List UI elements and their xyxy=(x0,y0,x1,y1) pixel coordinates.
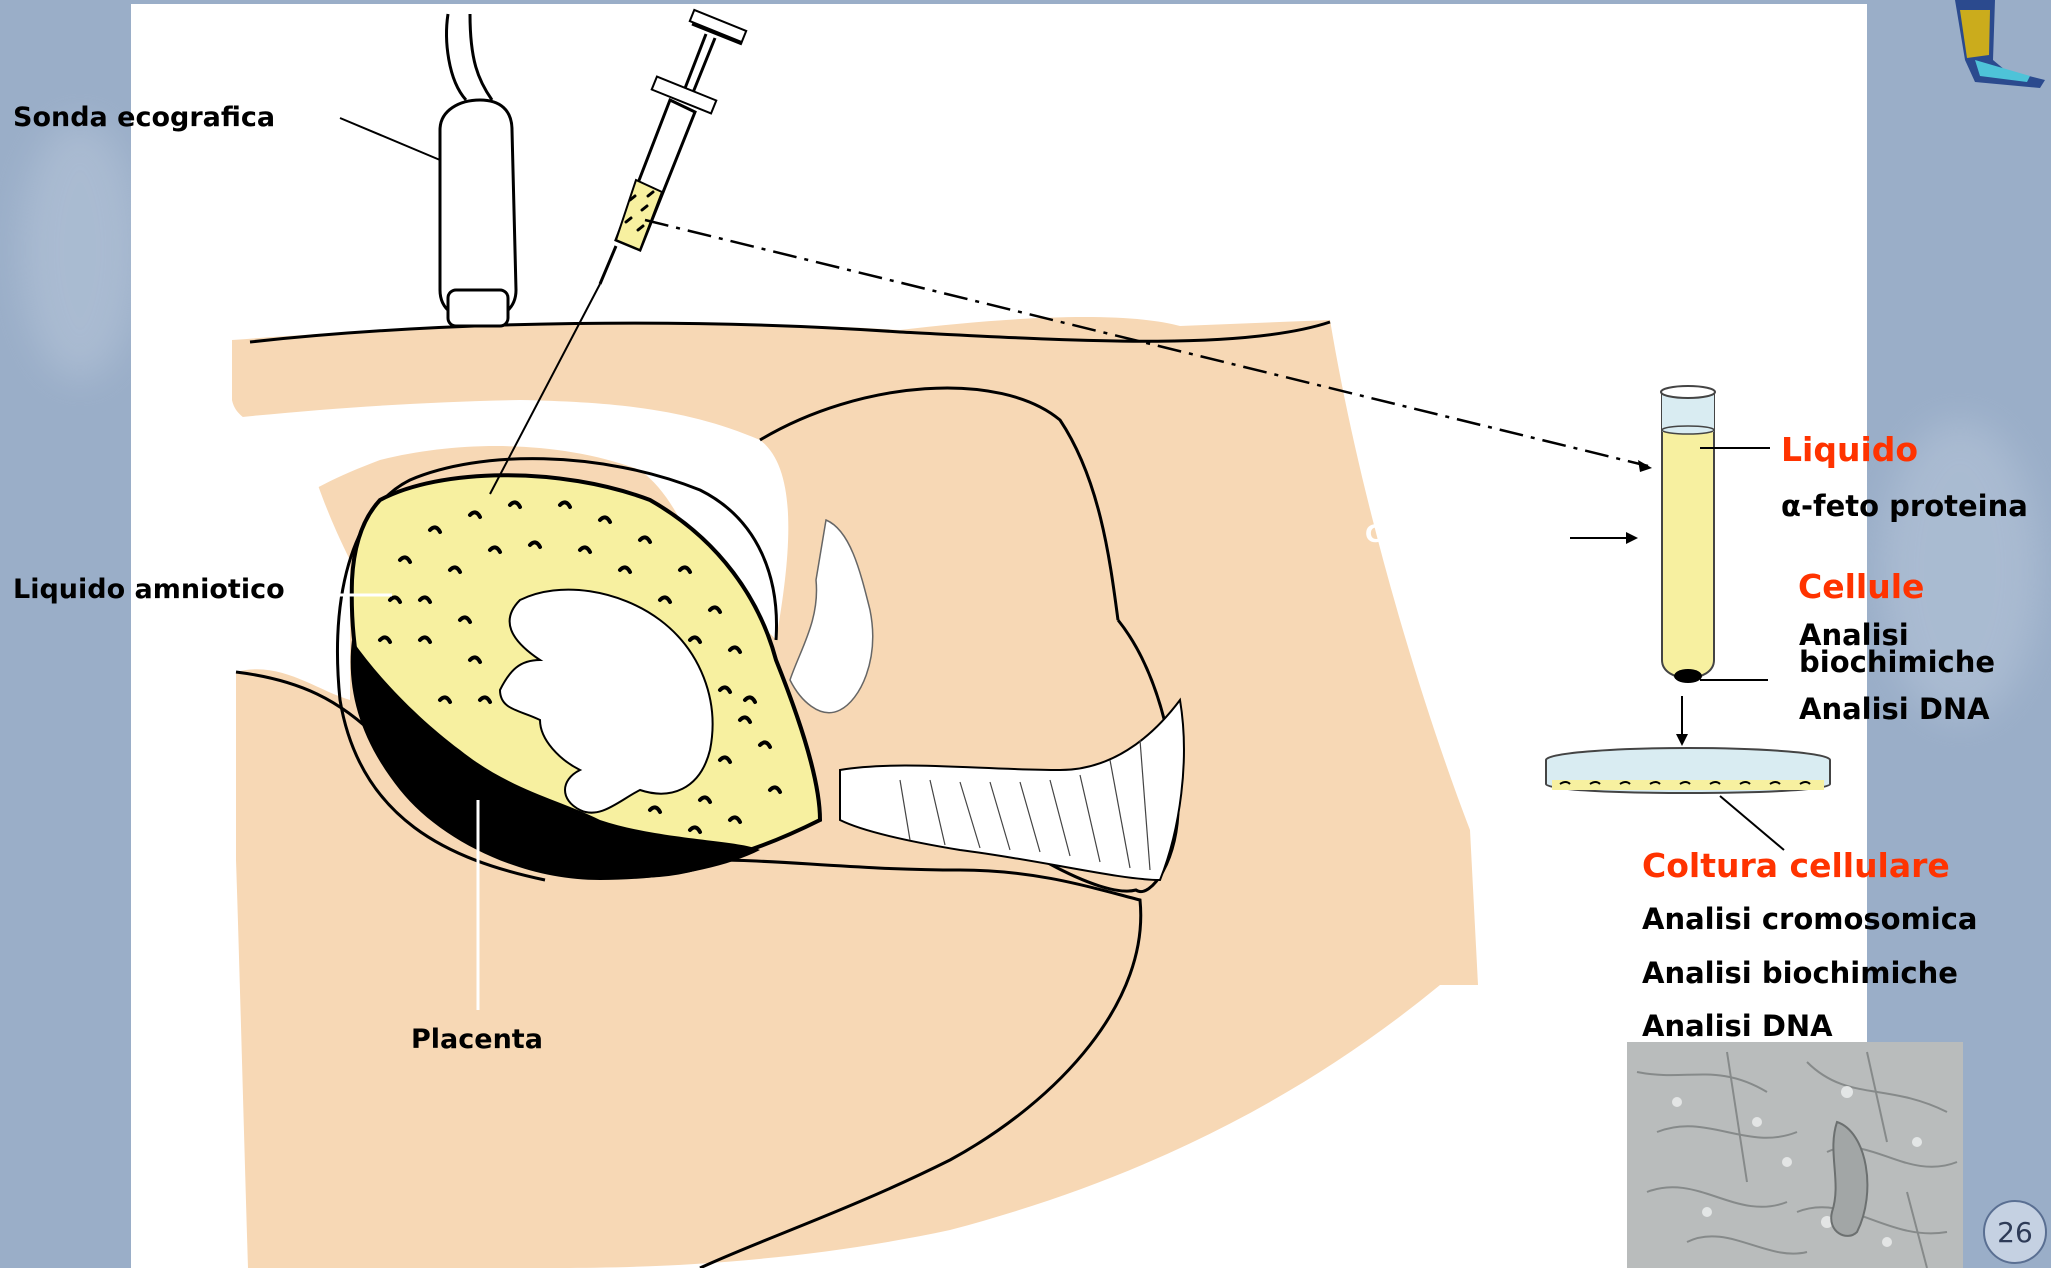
hidden-cells-label: Ce xyxy=(1365,520,1399,548)
probe-label: Sonda ecografica xyxy=(13,102,275,133)
ultrasound-probe xyxy=(440,14,516,326)
cells-analysis-line2: biochimiche xyxy=(1799,648,1995,677)
cells-dna-label: Analisi DNA xyxy=(1799,695,1990,724)
liquid-title: Liquido xyxy=(1781,430,1918,469)
alpha-text: -feto proteina xyxy=(1801,489,2028,523)
placenta-label: Placenta xyxy=(411,1024,543,1055)
cells-title: Cellule xyxy=(1798,567,1924,606)
culture-chromosomal-label: Analisi cromosomica xyxy=(1642,905,1978,934)
alpha-fetoprotein: α-feto proteina xyxy=(1781,489,2028,523)
petri-dish xyxy=(1546,748,1830,793)
amniotic-fluid-label: Liquido amniotico xyxy=(13,574,285,605)
probe-leader xyxy=(340,118,440,160)
test-tube xyxy=(1661,386,1715,683)
cell-culture-micrograph xyxy=(1627,1042,1963,1268)
culture-dna-label: Analisi DNA xyxy=(1642,1012,1833,1041)
culture-biochem-label: Analisi biochimiche xyxy=(1642,959,1958,988)
page-number: 26 xyxy=(1983,1200,2047,1264)
alpha-symbol: α xyxy=(1781,489,1801,523)
culture-title: Coltura cellulare xyxy=(1642,846,1950,885)
